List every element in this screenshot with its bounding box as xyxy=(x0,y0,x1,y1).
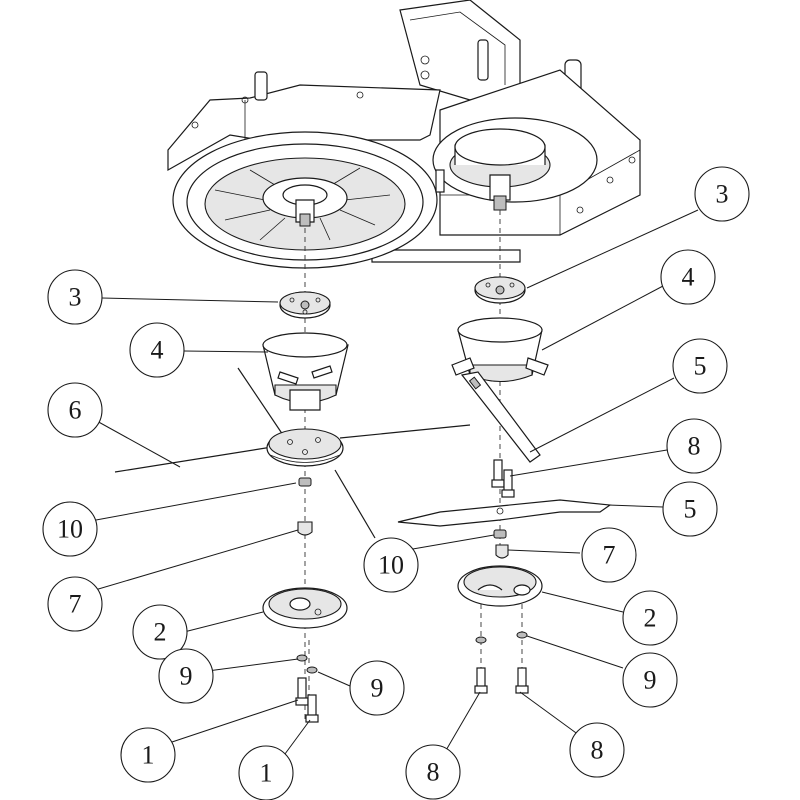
svg-text:1: 1 xyxy=(142,741,155,770)
right-washer-9b xyxy=(516,631,528,639)
callout-3-right: 3 xyxy=(694,166,750,222)
left-cup-4 xyxy=(262,332,349,411)
svg-text:8: 8 xyxy=(427,758,440,787)
right-bolt-8c xyxy=(474,667,488,694)
svg-text:5: 5 xyxy=(684,495,697,524)
svg-text:6: 6 xyxy=(69,396,82,425)
callout-9-right: 9 xyxy=(622,652,678,708)
left-trimmer-head-6 xyxy=(114,367,471,539)
callout-6: 6 xyxy=(47,382,103,438)
callout-5-right-a: 5 xyxy=(672,338,728,394)
callout-8-right-a: 8 xyxy=(666,418,722,474)
svg-text:1: 1 xyxy=(260,759,273,788)
callout-10-right: 10 xyxy=(363,537,419,593)
svg-text:7: 7 xyxy=(603,541,616,570)
svg-text:10: 10 xyxy=(57,515,83,544)
left-assembly xyxy=(114,291,471,723)
callout-9-left-b: 9 xyxy=(349,660,405,716)
svg-text:2: 2 xyxy=(154,618,167,647)
right-bolt-8d xyxy=(515,667,529,694)
callout-9-left-a: 9 xyxy=(158,648,214,704)
right-blade-5b xyxy=(397,499,612,527)
left-bolt-1a xyxy=(295,677,309,706)
svg-text:4: 4 xyxy=(682,263,695,292)
svg-text:4: 4 xyxy=(151,336,164,365)
left-cover-2 xyxy=(262,587,348,629)
svg-text:5: 5 xyxy=(694,352,707,381)
callout-8-right-b: 8 xyxy=(405,744,461,800)
svg-text:9: 9 xyxy=(371,674,384,703)
svg-text:8: 8 xyxy=(591,736,604,765)
right-bolt-8a xyxy=(491,459,505,488)
right-cap-7 xyxy=(495,544,509,559)
callout-2-left: 2 xyxy=(132,604,188,660)
svg-text:9: 9 xyxy=(644,666,657,695)
callout-1-left-a: 1 xyxy=(120,727,176,783)
right-nut-10 xyxy=(493,529,507,539)
svg-text:3: 3 xyxy=(69,283,82,312)
callout-8-right-c: 8 xyxy=(569,722,625,778)
callout-3-left: 3 xyxy=(47,269,103,325)
left-washer-9a xyxy=(296,654,308,662)
svg-text:9: 9 xyxy=(180,662,193,691)
callout-1-left-b: 1 xyxy=(238,745,294,800)
callout-2-right: 2 xyxy=(622,590,678,646)
right-cup-4 xyxy=(451,317,549,382)
left-nut-10 xyxy=(298,477,312,487)
right-assembly xyxy=(397,276,612,694)
svg-text:3: 3 xyxy=(716,180,729,209)
callout-7-left: 7 xyxy=(47,576,103,632)
right-cover-2 xyxy=(457,565,543,607)
right-blade-5a xyxy=(460,371,541,463)
left-bolt-1b xyxy=(305,694,319,723)
mower-deck xyxy=(167,0,641,269)
right-hub-plate-3 xyxy=(474,276,526,304)
svg-text:10: 10 xyxy=(378,551,404,580)
callout-10-left: 10 xyxy=(42,501,98,557)
left-washer-9b xyxy=(306,666,318,674)
callout-4-right: 4 xyxy=(660,249,716,305)
callout-7-right: 7 xyxy=(581,527,637,583)
left-cap-7 xyxy=(297,521,313,536)
leader-lines xyxy=(94,209,699,759)
right-bolt-8b xyxy=(501,469,515,498)
svg-text:2: 2 xyxy=(644,604,657,633)
callout-5-right-b: 5 xyxy=(662,481,718,537)
left-hub-plate-3 xyxy=(279,291,331,319)
svg-text:8: 8 xyxy=(688,432,701,461)
right-washer-9a xyxy=(475,636,487,644)
svg-text:7: 7 xyxy=(69,590,82,619)
callout-4-left: 4 xyxy=(129,322,185,378)
